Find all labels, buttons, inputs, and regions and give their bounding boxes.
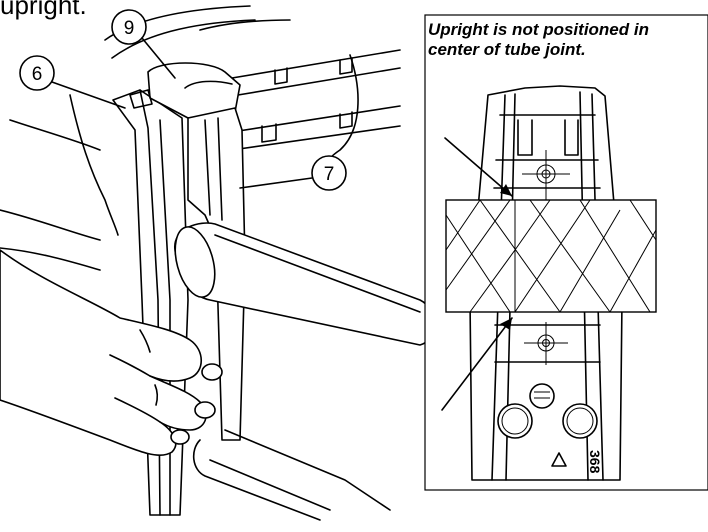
rail-top-upper xyxy=(231,49,401,79)
callout-9: 9 xyxy=(111,9,176,79)
lower-tube-3 xyxy=(209,459,331,511)
canopy-tube-back xyxy=(199,19,291,31)
callout-6-label: 6 xyxy=(32,64,43,85)
rail-top-lower xyxy=(231,67,401,97)
finger-knuckle-2 xyxy=(154,384,159,406)
rail-bracket-3 xyxy=(261,123,277,143)
callout-6: 6 xyxy=(19,55,126,109)
inset-caption-line-2: center of tube joint. xyxy=(428,40,586,59)
inset-arrow-upper-head xyxy=(500,184,512,196)
main-assembly-drawing xyxy=(0,5,435,521)
hand-back-palm xyxy=(69,94,119,236)
inset-caption-line-1: Upright is not positioned in xyxy=(428,20,649,39)
inset-arrow-lower-head xyxy=(500,318,512,330)
inset-warning-triangle xyxy=(551,452,567,467)
finger-crease-1 xyxy=(109,354,151,377)
rail-bracket-4 xyxy=(339,111,353,129)
instruction-heading-fragment: upright. xyxy=(0,0,87,20)
inset-crosshair-upper xyxy=(522,150,570,200)
inset-caption: Upright is not positioned in center of t… xyxy=(428,20,708,60)
inset-tube xyxy=(445,199,657,313)
rail-mid-upper xyxy=(231,105,401,133)
callout-7: 7 xyxy=(239,155,347,191)
inset-arrow-lower xyxy=(441,317,513,411)
fingernail-2 xyxy=(194,401,216,419)
fingernail-3 xyxy=(170,429,190,445)
inset-arrow-upper xyxy=(444,137,513,197)
inset-logo-mark xyxy=(529,383,555,409)
inset-part-marking: 368 xyxy=(587,450,603,474)
top-clip-tab xyxy=(129,89,153,109)
inset-hole-right xyxy=(562,403,598,439)
inset-detail: 368 xyxy=(424,14,708,491)
finger-knuckle-1 xyxy=(139,329,151,353)
finger-crease-2 xyxy=(114,397,161,423)
front-hand xyxy=(0,249,207,456)
rail-bracket-2 xyxy=(339,57,353,75)
lower-tube-2 xyxy=(224,429,391,511)
inset-tube-hatch xyxy=(445,199,657,313)
side-bracket xyxy=(187,107,246,441)
inset-slot-right xyxy=(564,119,579,156)
lower-tube-1 xyxy=(192,439,321,521)
inset-crosshair-lower xyxy=(524,322,568,365)
canopy-tube-inner xyxy=(111,19,256,59)
top-clip-edge xyxy=(184,80,233,89)
callout-7-label: 7 xyxy=(324,164,335,185)
inset-slot-left xyxy=(517,119,533,156)
inset-hole-left-inner xyxy=(501,407,529,435)
inset-lower-ribs xyxy=(494,324,601,363)
inset-hole-right-inner xyxy=(566,407,594,435)
hand-back-fingers xyxy=(0,119,101,271)
rail-mid-lower xyxy=(231,125,401,151)
inset-upright-top-rib xyxy=(493,114,601,189)
rail-bracket-1 xyxy=(274,67,288,85)
side-bracket-inner xyxy=(204,117,223,221)
callout-9-label: 9 xyxy=(124,18,135,39)
front-tube-end xyxy=(174,226,216,298)
inset-hole-left xyxy=(497,403,533,439)
front-tube-highlight xyxy=(214,234,421,313)
inset-logo-lines xyxy=(534,391,550,399)
fingernail-1 xyxy=(201,363,223,381)
